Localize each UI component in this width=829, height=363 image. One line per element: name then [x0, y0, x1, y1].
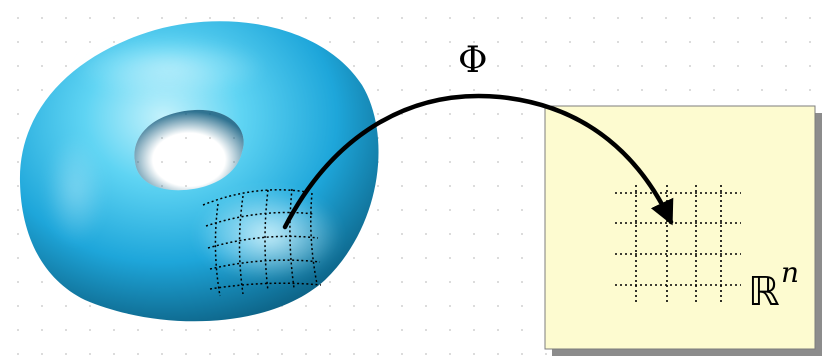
map-label: Φ: [458, 40, 488, 81]
torus-surface: [19, 21, 379, 322]
torus-highlight-left: [45, 135, 105, 245]
plane-panel: [544, 105, 816, 350]
euclidean-plane: ℝ n: [544, 105, 822, 356]
plane-grid: [615, 185, 741, 303]
torus-hole-shade: [134, 109, 244, 191]
torus-highlight-top: [75, 38, 265, 98]
space-label-letter: ℝ: [748, 269, 780, 315]
torus-highlight-patch: [196, 189, 340, 281]
map-arrow: [282, 93, 674, 230]
space-label-exponent: n: [781, 256, 799, 289]
surface-grid: [202, 188, 322, 297]
